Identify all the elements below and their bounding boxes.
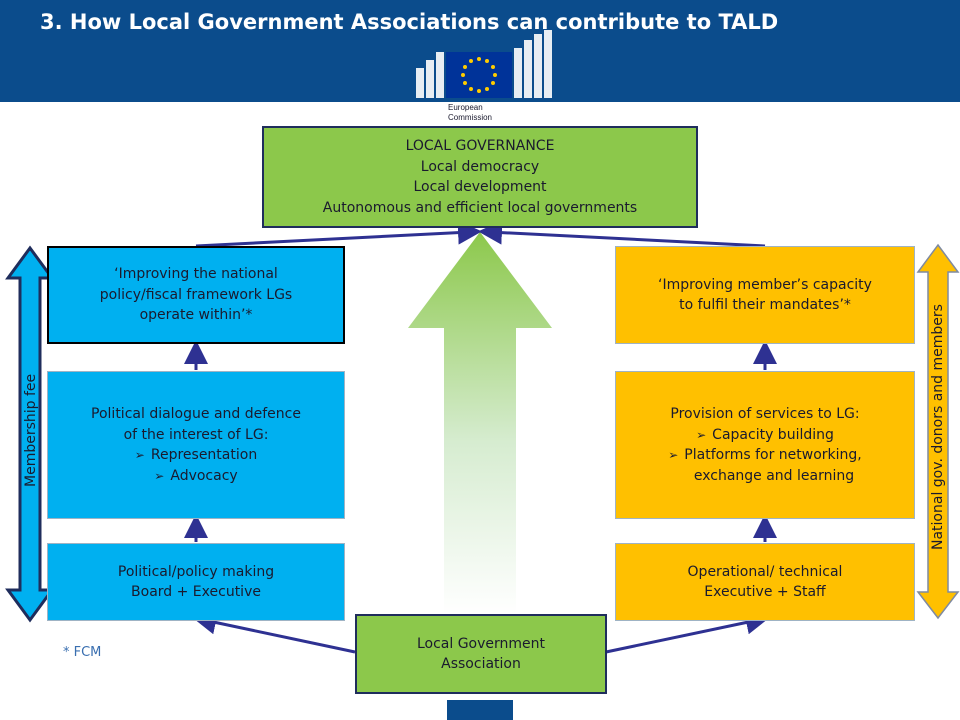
- local-government-association-box: Local Government Association: [355, 614, 607, 694]
- local-governance-box: LOCAL GOVERNANCE Local democracy Local d…: [262, 126, 698, 228]
- logo-text-european: European: [448, 103, 483, 112]
- left-bullet-advocacy: ➢Advocacy: [154, 467, 238, 484]
- national-gov-label: National gov. donors and members: [930, 304, 946, 550]
- left-bottom-line-1: Political/policy making: [117, 563, 275, 580]
- local-development-line: Local development: [413, 179, 547, 195]
- local-governance-line: LOCAL GOVERNANCE: [405, 138, 555, 154]
- left-bullet-representation: ➢Representation: [134, 447, 258, 463]
- arrow-bullet-icon: ➢: [134, 448, 145, 462]
- european-commission-logo-icon: European Commission: [416, 30, 552, 122]
- footnote: * FCM: [63, 645, 102, 660]
- right-middle-box: Provision of services to LG: ➢Capacity b…: [615, 371, 915, 519]
- right-bottom-box: Operational/ technical Executive + Staff: [615, 543, 915, 621]
- left-top-line-3: operate within’*: [139, 307, 253, 324]
- lga-line-1: Local Government: [416, 635, 546, 652]
- right-bottom-line-1: Operational/ technical: [687, 563, 843, 580]
- left-middle-box: Political dialogue and defence of the in…: [47, 371, 345, 519]
- arrow-bullet-icon: ➢: [696, 427, 707, 442]
- arrow-bullet-icon: ➢: [154, 468, 165, 483]
- connector-lga-to-left: [192, 610, 356, 654]
- left-middle-line-1: Political dialogue and defence: [91, 406, 301, 422]
- autonomous-governments-line: Autonomous and efficient local governmen…: [322, 199, 638, 216]
- membership-fee-label: Membership fee: [23, 373, 39, 487]
- left-bottom-box: Political/policy making Board + Executiv…: [47, 543, 345, 621]
- arrow-bullet-icon: ➢: [668, 448, 679, 462]
- left-top-line-2: policy/fiscal framework LGs: [99, 286, 293, 303]
- left-middle-line-2: of the interest of LG:: [123, 426, 269, 443]
- connector-right-top-to-governance: [478, 220, 766, 248]
- left-top-box: ‘Improving the national policy/fiscal fr…: [47, 246, 345, 344]
- local-democracy-line: Local democracy: [420, 158, 540, 175]
- right-top-line-2: to fulfil their mandates’*: [679, 297, 851, 313]
- central-progress-arrow: [408, 232, 552, 614]
- left-bottom-line-2: Board + Executive: [131, 584, 261, 600]
- right-middle-line-1: Provision of services to LG:: [670, 406, 860, 422]
- right-bullet-platforms: ➢Platforms for networking,: [668, 447, 862, 463]
- lga-line-2: Association: [441, 656, 521, 672]
- eu-stars-icon: [461, 57, 497, 93]
- connector-lga-to-right: [605, 610, 770, 654]
- right-top-line-1: ‘Improving member’s capacity: [658, 276, 872, 293]
- bottom-tab-decoration: [447, 700, 513, 720]
- right-middle-continuation: exchange and learning: [693, 467, 855, 484]
- left-top-line-1: ‘Improving the national: [114, 266, 278, 283]
- page-title: 3. How Local Government Associations can…: [40, 10, 779, 34]
- right-bottom-line-2: Executive + Staff: [704, 584, 826, 600]
- connector-left-top-to-governance: [195, 220, 482, 248]
- right-bullet-capacity: ➢Capacity building: [696, 426, 834, 443]
- logo-text-commission: Commission: [448, 113, 492, 122]
- right-top-box: ‘Improving member’s capacity to fulfil t…: [615, 246, 915, 344]
